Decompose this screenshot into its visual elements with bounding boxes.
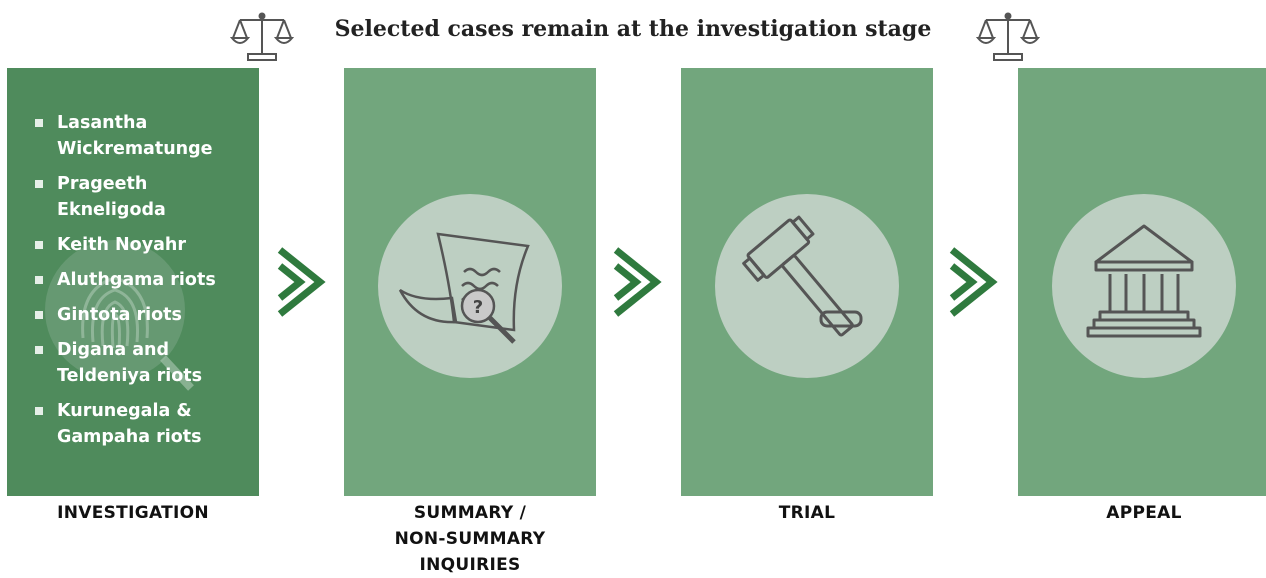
list-item: Aluthgama riots — [33, 267, 257, 293]
stage-label-summary-inquiries: SUMMARY / NON-SUMMARY INQUIRIES — [394, 503, 546, 575]
appeal-panel — [1018, 68, 1266, 496]
fingerprint-magnifier-icon — [45, 240, 194, 391]
stage-icon-circle — [1052, 194, 1236, 378]
stage-label-appeal: APPEAL — [1106, 503, 1182, 523]
list-item: Prageeth Ekneligoda — [33, 171, 257, 223]
investigation-panel: Lasantha Wickrematunge Prageeth Ekneligo… — [7, 68, 259, 496]
stage-label-investigation: INVESTIGATION — [57, 503, 209, 523]
list-item: Gintota riots — [33, 302, 257, 328]
stage-icon-circle — [715, 194, 899, 378]
double-chevron-right-icon — [613, 247, 662, 317]
list-item: Lasantha Wickrematunge — [33, 110, 257, 162]
double-chevron-right-icon — [949, 247, 998, 317]
svg-text:?: ? — [473, 297, 483, 318]
list-item: Keith Noyahr — [33, 232, 257, 258]
trial-panel — [681, 68, 933, 496]
courthouse-icon — [1086, 224, 1202, 338]
list-item: Kurunegala & Gampaha riots — [33, 398, 257, 450]
double-chevron-right-icon — [277, 247, 326, 317]
list-item: Digana and Teldeniya riots — [33, 337, 257, 389]
gavel-icon — [742, 215, 863, 337]
case-list: Lasantha Wickrematunge Prageeth Ekneligo… — [33, 110, 257, 459]
summary-inquiries-panel: ? — [344, 68, 596, 496]
document-question-magnifier-icon: ? — [398, 232, 530, 344]
scales-of-justice-icon — [976, 12, 1040, 61]
stage-label-trial: TRIAL — [778, 503, 836, 523]
stage-icon-circle: ? — [378, 194, 562, 378]
diagram-title: Selected cases remain at the investigati… — [334, 16, 932, 42]
scales-of-justice-icon — [230, 12, 294, 61]
